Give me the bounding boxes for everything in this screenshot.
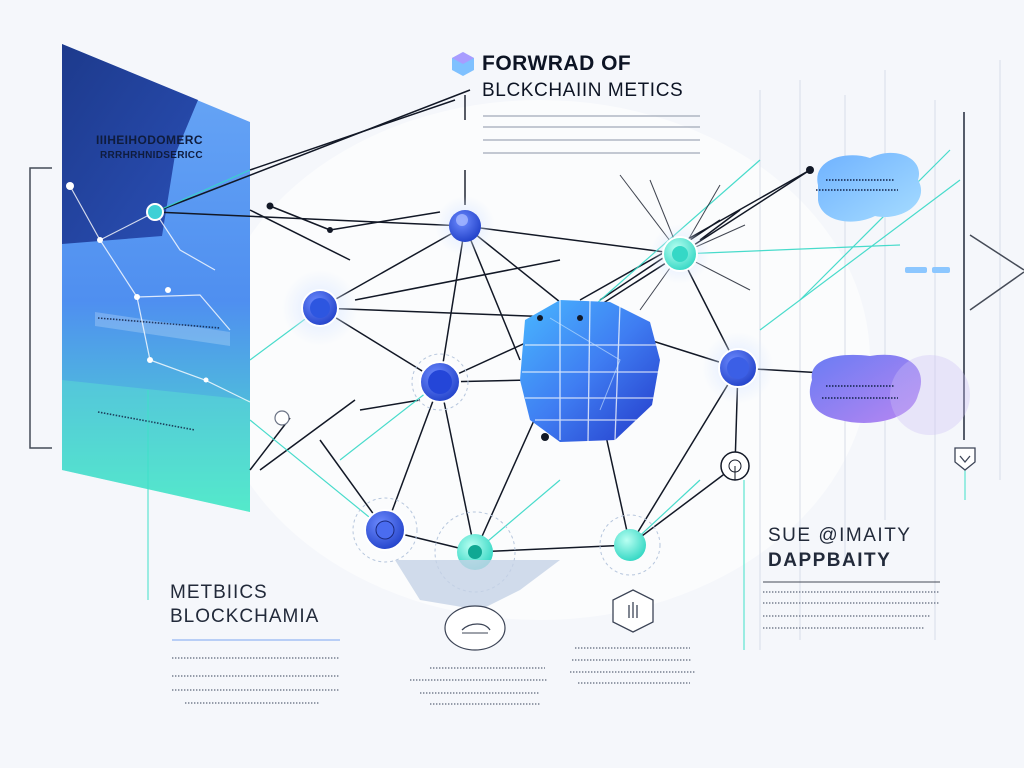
blockchain-brain-icon [520,299,660,443]
page-subtitle: BLCKCHAIIN METICS [482,80,684,101]
brand-hex-icon [452,52,474,76]
placeholder-text-lines [172,591,940,705]
left-panel [62,44,251,512]
panel-heading: IIIHEIHODOMERC [96,133,203,147]
left-label-line-1: METBIICS [170,582,268,603]
info-bubble-violet [809,354,970,435]
info-bubble-blue [816,152,922,222]
oval-icon [444,605,506,651]
network-nodes [146,166,814,570]
header-rules [483,115,700,154]
page-title: FORWRAD OF [482,52,632,75]
right-label-line-1: SUE @IMAITY [768,525,912,546]
right-label-line-2: DAPPBAITY [768,550,892,571]
hand-icon [612,589,654,633]
left-label-line-2: BLOCKCHAMIA [170,606,320,627]
shield-icon [954,447,976,471]
panel-heading-line-2: RRRHRHNIDSERICC [100,150,203,161]
